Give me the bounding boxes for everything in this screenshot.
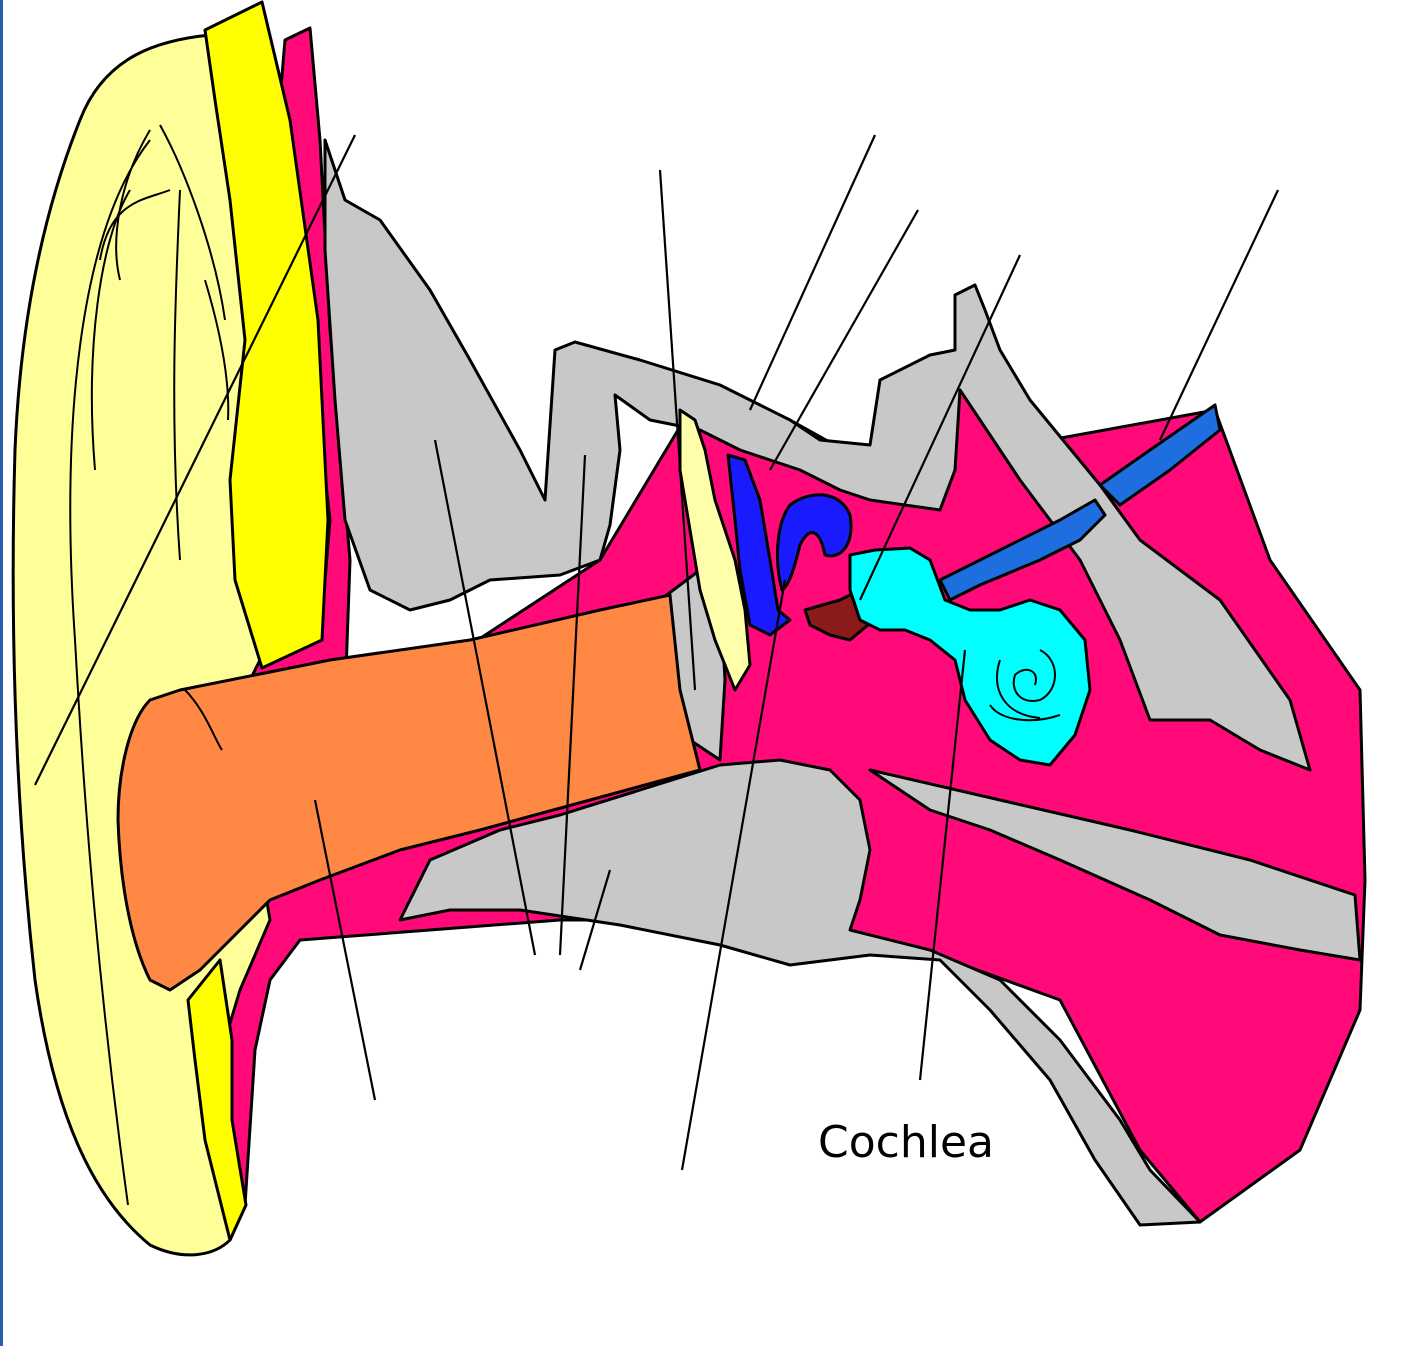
leader-lines <box>34 134 1279 1171</box>
temporal-bone-lower <box>398 758 1202 1227</box>
lobule-rim <box>186 958 248 1242</box>
malleus <box>726 453 792 637</box>
petrous-ridge <box>868 768 1362 962</box>
auricle-fold-line <box>69 124 230 1206</box>
auricle-rim <box>203 0 330 670</box>
incus <box>775 493 853 592</box>
ear-canal-opening-line <box>184 689 223 751</box>
temporal-bone-upper <box>323 138 1312 772</box>
ear-canal <box>116 593 702 992</box>
vestibular-nerve <box>1098 403 1222 507</box>
window-edge <box>0 0 3 1346</box>
auditory-nerve <box>938 498 1107 602</box>
cochlea-label: Cochlea <box>818 1117 994 1168</box>
cochlea-spiral-line <box>989 649 1061 722</box>
cochlea-structure <box>848 546 1092 767</box>
eardrum <box>678 408 752 692</box>
